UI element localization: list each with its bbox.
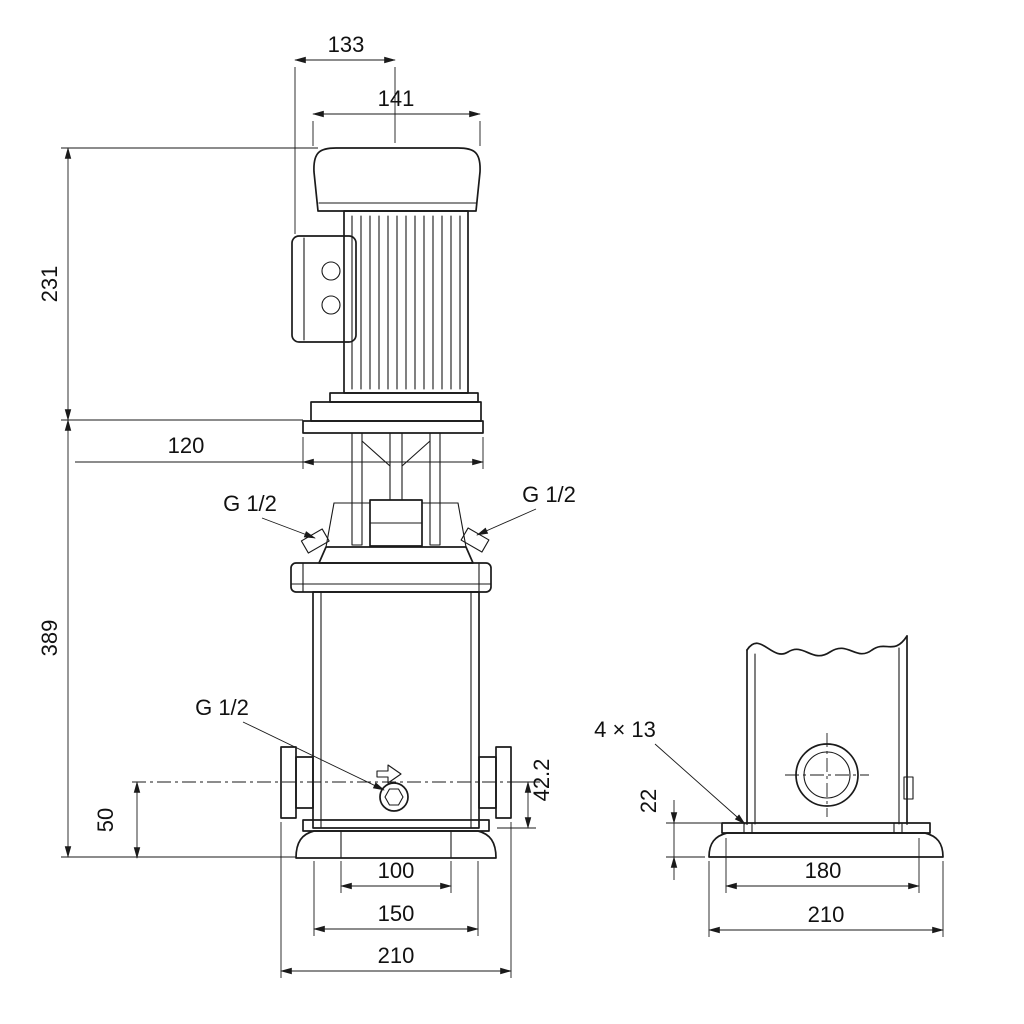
outer-sleeve bbox=[312, 591, 480, 829]
base-plate bbox=[302, 819, 490, 832]
dim-133-label: 133 bbox=[328, 32, 365, 57]
dim-231: 231 bbox=[37, 147, 318, 421]
head-body bbox=[318, 546, 474, 564]
dim-120: 120 bbox=[75, 433, 484, 469]
dim-141-label: 141 bbox=[378, 86, 415, 111]
guard-plate-left bbox=[351, 432, 363, 546]
side-port bbox=[785, 733, 869, 817]
suction-port bbox=[280, 746, 314, 819]
dim-210-front-label: 210 bbox=[378, 943, 415, 968]
dim-22-label: 22 bbox=[636, 789, 661, 813]
dim-plug-drain: G 1/2 bbox=[195, 695, 385, 791]
side-clip bbox=[903, 776, 914, 800]
side-view bbox=[708, 635, 944, 858]
drain-plug bbox=[376, 764, 409, 812]
dim-plug-right: G 1/2 bbox=[476, 482, 576, 536]
dim-150: 150 bbox=[313, 861, 479, 936]
dim-180: 180 bbox=[725, 838, 920, 893]
dim-141: 141 bbox=[312, 86, 481, 146]
terminal-box bbox=[291, 235, 357, 343]
motor-fins bbox=[351, 215, 461, 390]
chamber-stack bbox=[312, 591, 480, 829]
head-flange bbox=[290, 562, 492, 593]
dim-210-side-label: 210 bbox=[808, 902, 845, 927]
dim-42-2: 42.2 bbox=[497, 759, 554, 829]
fan-cover bbox=[313, 147, 481, 212]
dim-133: 133 bbox=[294, 32, 396, 234]
dim-389: 389 bbox=[37, 419, 296, 858]
break-line bbox=[746, 635, 908, 657]
front-view bbox=[132, 147, 540, 859]
dim-50-label: 50 bbox=[93, 808, 118, 832]
discharge-port bbox=[478, 746, 512, 819]
dim-plug-left: G 1/2 bbox=[223, 491, 316, 539]
side-base-foot bbox=[708, 832, 944, 858]
pump-base bbox=[295, 819, 497, 859]
dim-180-label: 180 bbox=[805, 858, 842, 883]
bolt-holes-label: 4 × 13 bbox=[594, 717, 656, 742]
side-sleeve bbox=[746, 635, 914, 825]
pump-head bbox=[290, 502, 492, 593]
plug-right-label: G 1/2 bbox=[522, 482, 576, 507]
dim-231-label: 231 bbox=[37, 266, 62, 303]
dim-100: 100 bbox=[340, 858, 452, 893]
motor-flange bbox=[310, 401, 482, 422]
terminal-box-screw bbox=[321, 261, 341, 281]
motor-endshield bbox=[329, 392, 479, 403]
dimensions: 133 141 231 389 120 G 1/ bbox=[37, 32, 944, 978]
dim-389-label: 389 bbox=[37, 620, 62, 657]
plug-drain-label: G 1/2 bbox=[195, 695, 249, 720]
dim-210-side: 210 bbox=[708, 861, 944, 937]
dim-42-2-label: 42.2 bbox=[529, 759, 554, 802]
plug-left-label: G 1/2 bbox=[223, 491, 277, 516]
stool-plate bbox=[302, 420, 484, 434]
dim-150-label: 150 bbox=[378, 901, 415, 926]
guard-plate-right bbox=[429, 432, 441, 546]
dim-120-label: 120 bbox=[168, 433, 205, 458]
side-base bbox=[708, 822, 944, 858]
dim-100-label: 100 bbox=[378, 858, 415, 883]
flow-arrow-icon bbox=[376, 764, 402, 784]
dim-bolt-holes: 4 × 13 bbox=[594, 717, 746, 825]
dim-22: 22 bbox=[636, 789, 722, 880]
motor bbox=[291, 147, 482, 422]
dim-50: 50 bbox=[93, 781, 141, 859]
base-foot bbox=[295, 830, 497, 859]
terminal-box-screw bbox=[321, 295, 341, 315]
dim-210-front: 210 bbox=[280, 822, 512, 978]
